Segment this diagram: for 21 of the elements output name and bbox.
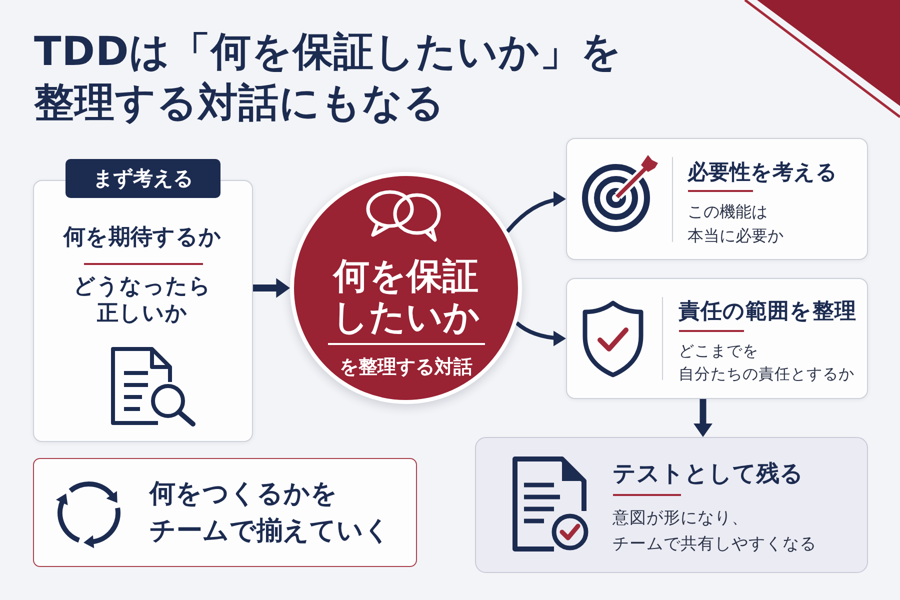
- card-heading: 必要性を考える: [688, 158, 838, 186]
- card-text: どこまでを自分たちの責任とするか: [678, 340, 854, 385]
- card-heading: 何を期待するか: [64, 224, 222, 252]
- arrow: [693, 399, 713, 437]
- card-heading: 責任の範囲を整理: [678, 298, 856, 326]
- card-heading: どうなったら正しいか: [74, 272, 212, 326]
- result-card: [475, 437, 868, 573]
- card-text: 何をつくるかをチームで揃えていく: [150, 478, 390, 548]
- circle-title: 何を保証したいか: [332, 256, 480, 338]
- note-card: [33, 458, 417, 567]
- arrow: [515, 321, 566, 346]
- title: TDDは「何を保証したいか」を整理する対話にもなる: [34, 28, 622, 128]
- info-card: [566, 138, 868, 260]
- circle-subtitle: を整理する対話: [340, 355, 472, 379]
- heading-tab: まず考える: [66, 158, 220, 198]
- info-card: [566, 278, 868, 399]
- card-heading: テストとして残る: [612, 460, 804, 488]
- arrow: [253, 278, 290, 298]
- arrow: [506, 192, 566, 233]
- card-text: 意図が形になり、チームで共有しやすくなる: [612, 506, 816, 554]
- card-text: この機能は本当に必要か: [688, 200, 784, 246]
